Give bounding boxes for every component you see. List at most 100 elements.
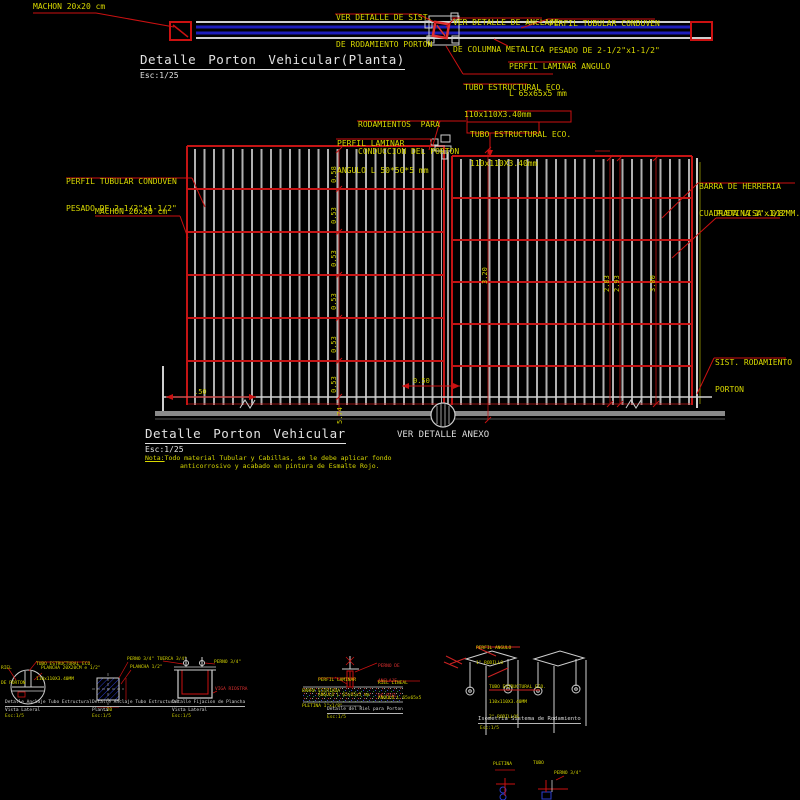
d3-label-tuerca: TUERCA 3/4" — [157, 657, 187, 662]
d3-title: Detalle Fijacion de Plancha — [172, 700, 246, 707]
d3-scale: Esc:1/5 — [172, 714, 191, 719]
d5-title: Isometria Sistema de Rodamiento — [478, 716, 581, 724]
d5-label-perfil: PERFIL ANGULO 1" RODILLO — [476, 636, 511, 671]
label-line: PESADO DE 2-1/2"x1-1/2" — [66, 204, 177, 213]
d2-scale: Esc:1/5 — [92, 714, 111, 719]
label-line: RODAMIENTOS PARA — [358, 120, 440, 129]
label-line: PORTON — [715, 385, 744, 394]
plan-linework — [33, 12, 713, 85]
d1-title: Detalle Anclaje Tubo Estructural — [5, 700, 92, 707]
label-perfil-tubular-elevation: PERFIL TUBULAR CONDUVEN PESADO DE 2-1/2"… — [66, 159, 177, 222]
label-line: ANGULO L 65x65x5 — [378, 696, 422, 701]
label-line: 110x110X3.40mm — [470, 159, 538, 168]
label-line: VER DETALLE DE SIST. — [336, 13, 433, 22]
d4-label-barra: BARRA ESTRIADA PLETINA 1"x1/8" — [302, 679, 343, 714]
dim-w1: .50 — [194, 388, 207, 396]
plan-title: Detalle Porton Vehicular(Planta) — [140, 52, 405, 70]
label-line: CUADRADA LISA .012MM. — [699, 209, 800, 218]
label-line: 110x110X3.40MM — [489, 700, 527, 705]
elevation-linework — [66, 110, 795, 428]
label-machon-elevation: MACHON 20x20 cm — [95, 207, 168, 216]
label-line: 1" RODILLO — [476, 661, 504, 666]
plan-scale: Esc:1/25 — [140, 71, 179, 80]
label-tubo-elevation: TUBO ESTRUCTURAL ECO. 110x110X3.40mm — [470, 112, 571, 177]
d6-label-pletina: PLETINA — [493, 762, 512, 767]
label-line: PLETINA 1"x1/8" — [302, 704, 343, 709]
label-ver-anclaje: VER DETALLE DE ANCLAJE DE COLUMNA METALI… — [453, 0, 559, 63]
d1-label-riel: RIEL DE PORTON — [1, 656, 25, 691]
dim-total-left: 5.74 — [336, 407, 344, 424]
detail-fijacion-plancha-linework — [162, 657, 218, 699]
dim-h3: 3.00 — [649, 275, 657, 292]
detail-isometria-linework — [443, 646, 587, 735]
label-line: DE COLUMNA METALICA — [453, 45, 545, 54]
elevation-note: Nota:Todo material Tubular y Cabillas, s… — [145, 454, 392, 462]
elevation-title: Detalle Porton Vehicular — [145, 426, 346, 444]
dim-h1: 2.83 — [603, 275, 611, 292]
dim-chain-0: 0.58 — [330, 166, 338, 183]
d3-label-viga: VIGA RIOSTRA — [215, 687, 248, 692]
label-line: RIEL LINEAL — [378, 681, 408, 686]
label-line: ANCLAJE — [378, 679, 397, 684]
label-line: PERFIL LAMINAR — [337, 139, 405, 148]
label-line: BARRA ESTRIADA — [302, 689, 340, 694]
label-pletina: PLETINA 1"x1/8" — [716, 209, 789, 218]
d1-subtitle: Vista Lateral — [5, 708, 41, 713]
d4-scale: Esc:1/5 — [327, 715, 346, 720]
d4-label-perfil: PERFIL LAMINAR ANGULO L 65x65x5 mm — [318, 668, 369, 703]
label-rodamientos: RODAMIENTOS PARA CONDUCCION DEL PORTON — [358, 102, 459, 165]
label-tubo-plan: TUBO ESTRUCTURAL ECO. 110x110X3.40mm — [464, 65, 565, 128]
label-line: PERFIL TUBULAR CONDUVEN — [549, 19, 660, 28]
dim-chain-2: 0.53 — [330, 250, 338, 267]
detail-bottom-cut-linework — [495, 769, 568, 800]
d3-subtitle: Vista Lateral — [172, 708, 208, 713]
d1-label-plancha: PLANCHA 20X20CM e 1/2" — [41, 666, 101, 671]
label-line: 110x110X3.40MM — [36, 677, 74, 682]
label-line: DE PORTON — [1, 681, 26, 686]
detail-riel-linework — [303, 656, 420, 707]
label-line: PESADO DE 2-1/2"x1-1/2" — [549, 46, 660, 55]
label-perfil-laminar-50: PERFIL LAMINAR ANGULO L 50*50*5 mm — [337, 121, 429, 184]
d2-subtitle: Planta — [92, 708, 109, 713]
label-perfil-laminar-plan: PERFIL LAMINAR ANGULO L 65x65x5 mm — [509, 44, 610, 107]
d5-scale: Esc:1/5 — [480, 726, 499, 731]
note-label: Nota: — [145, 454, 165, 462]
d4-label-perno: PERNO DE ANCLAJE DE RIEL — [378, 654, 400, 704]
detail-anclaje-lateral-linework — [7, 660, 90, 705]
label-line: L 65x65x5 mm — [509, 89, 567, 98]
d2-title: Detalle Anclaje Tubo Estructural — [92, 700, 179, 707]
label-sist-rodamiento: SIST. RODAMIENTO PORTON — [715, 340, 792, 403]
label-line: 110x110X3.40mm — [464, 110, 532, 119]
dim-h2: 2.93 — [613, 275, 621, 292]
d2-label-perno: PERNO 3/4" — [127, 657, 155, 662]
dim-chain-1: 0.53 — [330, 207, 338, 224]
label-ver-detalle-anexo: VER DETALLE ANEXO — [397, 430, 490, 440]
label-line: VER DETALLE DE ANCLAJE — [453, 18, 559, 27]
label-line: SIST. RODAMIENTO — [715, 358, 793, 367]
note-line-1: Todo material Tubular y Cabillas, se le … — [164, 454, 392, 462]
dim-height-left: 3.20 — [481, 267, 489, 284]
d6-label-perno: PERNO 3/4" — [554, 771, 582, 776]
detail-anclaje-planta-linework — [92, 661, 132, 708]
label-line: CONDUCCION DEL PORTON — [358, 147, 460, 156]
d2-dim: .20 — [104, 708, 113, 713]
label-line: DE RODAMIENTO PORTON — [336, 40, 433, 49]
note-line-2: anticorrosivo y acabado en pintura de Es… — [180, 462, 380, 470]
label-line: PERNO DE — [378, 664, 400, 669]
label-line: TUBO ESTRUCTURAL ECO. — [464, 83, 566, 92]
label-line: PERFIL LAMINAR ANGULO — [509, 62, 611, 71]
dim-chain-3: 0.53 — [330, 293, 338, 310]
label-ver-rodamiento: VER DETALLE DE SIST. DE RODAMIENTO PORTO… — [336, 0, 432, 58]
d6-label-tubo: TUBO — [533, 761, 544, 766]
label-line: PERFIL ANGULO — [476, 646, 512, 651]
label-line: BARRA DE HERRERIA — [699, 182, 781, 191]
label-line: TUBO ESTRUCTURAL ECO. — [36, 662, 93, 667]
d3-label-perno: PERNO 3/4" — [214, 660, 242, 665]
label-line: TUBO ESTRUCTURAL ECO. — [489, 685, 546, 690]
d1-label-tubo: TUBO ESTRUCTURAL ECO. 110x110X3.40MM — [36, 652, 93, 687]
d1-scale: Esc:1/5 — [5, 714, 24, 719]
label-line: DE RIEL — [378, 694, 397, 699]
elevation-scale: Esc:1/25 — [145, 445, 184, 454]
